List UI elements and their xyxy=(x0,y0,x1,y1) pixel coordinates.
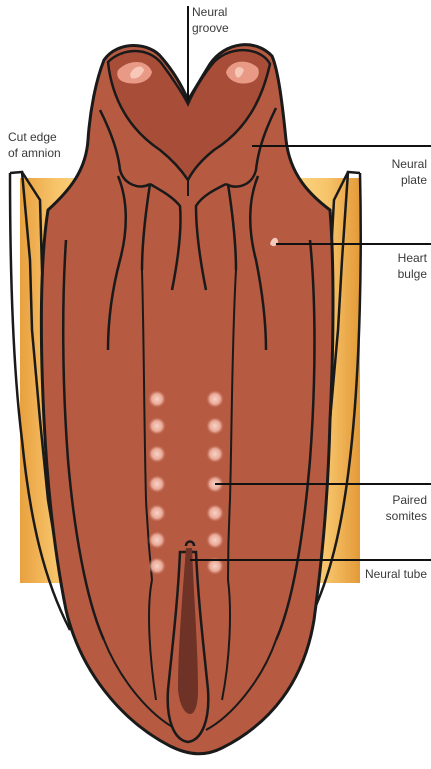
label-paired-somites: Paired somites xyxy=(386,492,427,524)
somite xyxy=(206,531,224,549)
somite xyxy=(148,417,166,435)
label-neural-plate: Neural plate xyxy=(392,156,427,188)
somite xyxy=(148,475,166,493)
label-neural-groove: Neural groove xyxy=(192,4,229,36)
somite xyxy=(206,445,224,463)
label-heart-bulge: Heart bulge xyxy=(398,250,427,282)
somite xyxy=(148,557,166,575)
somite xyxy=(148,390,166,408)
somite xyxy=(148,445,166,463)
somite xyxy=(206,417,224,435)
label-neural-tube: Neural tube xyxy=(365,566,427,582)
somite xyxy=(206,390,224,408)
somite xyxy=(206,504,224,522)
label-cut-edge-amnion: Cut edge of amnion xyxy=(8,129,61,161)
somite xyxy=(148,531,166,549)
somite xyxy=(148,504,166,522)
